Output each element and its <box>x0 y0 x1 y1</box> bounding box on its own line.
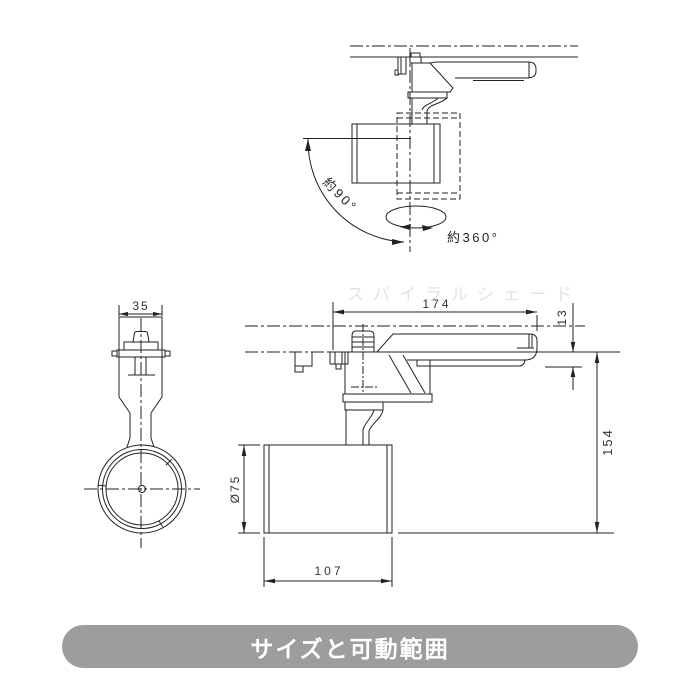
side-arm-bottom-lip <box>416 359 526 367</box>
dim174-label: 174 <box>422 297 451 311</box>
dim154-arrow-bottom <box>594 522 600 533</box>
elbow-block <box>344 352 431 395</box>
dim35-arrow-right <box>153 311 162 317</box>
ring-notch-lower-right <box>158 520 164 528</box>
dim13-arrow-up <box>570 367 576 377</box>
adapter-latch <box>394 57 407 76</box>
pan-arrow-right <box>422 225 433 231</box>
neck-front-left <box>126 413 131 448</box>
front-latch-claw <box>329 352 349 370</box>
rear-latch-hook <box>294 352 313 373</box>
pivot-block <box>344 402 384 411</box>
contact-knob <box>132 331 150 343</box>
dim174-arrow-right <box>526 309 537 315</box>
pan-range-label: 約360° <box>447 230 499 245</box>
elbow-slant-1 <box>388 354 412 394</box>
locking-knob <box>409 56 422 64</box>
top-rotation-view: 約90° 約360° <box>303 45 578 252</box>
dim107-arrow-right <box>381 578 392 584</box>
lamp-head-horizontal <box>351 123 441 184</box>
track-adapter-body <box>411 62 454 93</box>
dim107-arrow-left <box>264 578 275 584</box>
housing-chamfer-left <box>118 396 131 414</box>
housing-chamfer-right <box>150 396 163 414</box>
tilt-range-label: 約90° <box>320 175 361 216</box>
ring-notch-upper-right <box>165 458 173 466</box>
dim174-arrow-left <box>333 309 344 315</box>
dim35-arrow-left <box>119 311 128 317</box>
locking-knob-top <box>410 52 421 58</box>
tilt-arc-arrow-top <box>305 139 311 151</box>
ring-notch-left <box>98 484 107 487</box>
lens-ring-outer <box>97 444 187 534</box>
dim35-label: 35 <box>132 299 149 313</box>
contact-tab-left <box>111 350 118 357</box>
caption-text: サイズと可動範囲 <box>250 635 450 662</box>
side-pivot-plate <box>342 393 433 403</box>
dim107-label: 107 <box>314 564 343 578</box>
dim13-arrow-down <box>570 342 576 352</box>
neck-inner-curve <box>421 97 439 111</box>
dim75-arrow-top <box>241 445 247 456</box>
tilt-arc <box>307 138 405 243</box>
pan-rotation-ellipse <box>385 205 447 229</box>
mounting-arm <box>429 61 537 79</box>
side-view: 174 13 154 Ø75 107 <box>228 297 620 587</box>
dim75-label: Ø75 <box>228 475 242 504</box>
side-mounting-arm <box>376 333 538 361</box>
dim154-arrow-top <box>594 352 600 363</box>
caption-banner: サイズと可動範囲 <box>62 625 638 668</box>
dim13-label: 13 <box>555 308 569 325</box>
neck-right-edge <box>426 97 448 124</box>
pan-arrow-left <box>400 224 411 230</box>
elbow-slant-2 <box>402 354 426 394</box>
side-neck-right <box>368 409 384 445</box>
dim154-label: 154 <box>600 428 615 456</box>
front-view: 35 <box>84 299 200 548</box>
lamp-head-vertical-hidden <box>396 112 461 200</box>
neck-front-right <box>150 413 155 448</box>
contact-tab-right <box>164 350 171 357</box>
tilt-arc-arrow-bottom <box>392 239 404 245</box>
lamp-body-side <box>263 444 393 534</box>
watermark-text: スパイラルシェード <box>347 285 581 304</box>
side-neck-inner <box>362 409 375 445</box>
dim75-arrow-bottom <box>241 522 247 533</box>
pivot-plate <box>407 91 448 99</box>
